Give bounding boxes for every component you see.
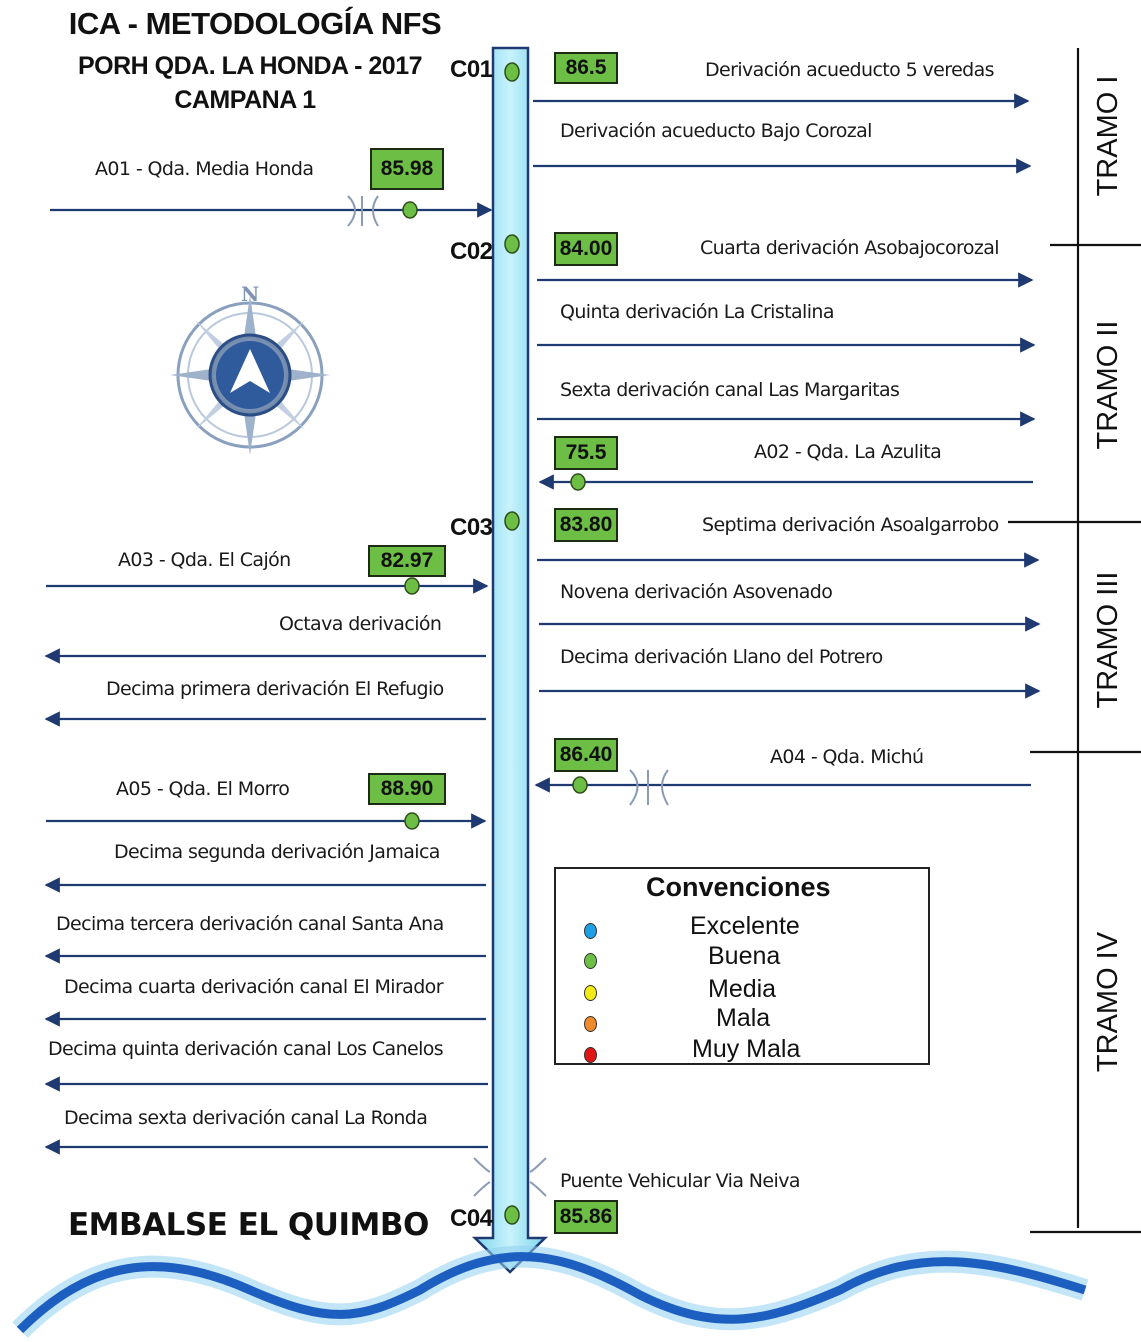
station-code-c04: C04 [450,1205,493,1232]
right-derivation-label: Septima derivación Asoalgarrobo [702,514,999,536]
station-value-c01: 86.5 [554,52,618,84]
tributary-label-a04: A04 - Qda. Michú [770,746,924,768]
right-derivation-arrows [533,93,1041,699]
right-derivation-label: Quinta derivación La Cristalina [560,301,834,323]
tributary-dots [402,201,588,830]
legend-dot-media [584,985,597,1001]
right-derivation-label: Derivación acueducto 5 veredas [705,59,995,81]
station-code-c02: C02 [450,238,493,265]
station-value-c02: 84.00 [554,232,618,266]
tramo-label-3: TRAMO III [1092,571,1124,709]
river-arrow [471,46,549,1274]
title-line-1: ICA - METODOLOGÍA NFS [68,6,442,41]
tributary-value-a05: 88.90 [368,773,446,805]
station-value-c03: 83.80 [554,508,618,542]
tributary-value-a01: 85.98 [370,148,444,190]
tributary-value-a04: 86.40 [554,738,618,772]
station-value-c04: 85.86 [554,1200,618,1234]
left-derivation-label: Octava derivación [279,613,442,635]
left-derivation-label: Decima quinta derivación canal Los Canel… [48,1038,444,1060]
bridge-symbol-a04 [629,769,669,806]
legend-dot-excelente [584,923,597,939]
compass-rose [170,295,330,455]
right-tributary-arrows [534,474,1033,793]
bridge-symbol-river [473,1157,547,1197]
left-tributary-arrows [46,202,493,829]
station-code-c03: C03 [450,514,493,541]
right-derivation-label: Novena derivación Asovenado [560,581,833,603]
right-derivation-label: Cuarta derivación Asobajocorozal [700,237,1000,259]
tributary-value-a03: 82.97 [368,545,446,577]
left-derivation-label: Decima sexta derivación canal La Ronda [64,1107,428,1129]
tramo-label-2: TRAMO II [1092,320,1124,450]
water-waves [12,1245,1089,1338]
left-derivation-label: Decima segunda derivación Jamaica [114,841,440,863]
right-derivation-label: Derivación acueducto Bajo Corozal [560,120,872,142]
left-derivation-arrows [44,648,488,1155]
tributary-label-a03: A03 - Qda. El Cajón [118,549,291,571]
legend-item-label: Excelente [690,912,800,940]
tributary-value-a02: 75.5 [554,436,618,470]
bridge-label: Puente Vehicular Via Neiva [560,1170,800,1192]
tributary-label-a01: A01 - Qda. Media Honda [95,158,314,180]
legend-item-label: Buena [708,942,781,970]
legend-dot-mala [584,1016,597,1032]
tramo-dividers [1008,48,1141,1234]
compass-north-label: N [241,282,260,306]
tributary-label-a02: A02 - Qda. La Azulita [754,441,942,463]
legend-dot-muy-mala [584,1047,597,1063]
legend-dot-buena [584,953,597,969]
left-derivation-label: Decima primera derivación El Refugio [106,678,444,700]
station-dots [504,62,520,1225]
tramo-label-4: TRAMO IV [1092,931,1124,1073]
legend: Convenciones Excelente Buena Media Mala … [554,867,930,1065]
left-derivation-label: Decima tercera derivación canal Santa An… [56,913,444,935]
legend-item-label: Mala [716,1004,771,1032]
right-derivation-label: Sexta derivación canal Las Margaritas [560,379,900,401]
title-line-3: CAMPANA 1 [174,86,316,114]
legend-title: Convenciones [646,872,831,902]
station-code-c01: C01 [450,56,493,83]
legend-item-label: Muy Mala [692,1035,801,1063]
tramo-label-1: TRAMO I [1092,75,1124,197]
reservoir-label: EMBALSE EL QUIMBO [68,1207,429,1243]
tributary-label-a05: A05 - Qda. El Morro [116,778,290,800]
right-derivation-label: Decima derivación Llano del Potrero [560,646,883,668]
bridge-symbol-a01 [347,195,379,227]
legend-item-label: Media [708,975,777,1003]
title-line-2: PORH QDA. LA HONDA - 2017 [77,52,423,80]
left-derivation-label: Decima cuarta derivación canal El Mirado… [64,976,444,998]
